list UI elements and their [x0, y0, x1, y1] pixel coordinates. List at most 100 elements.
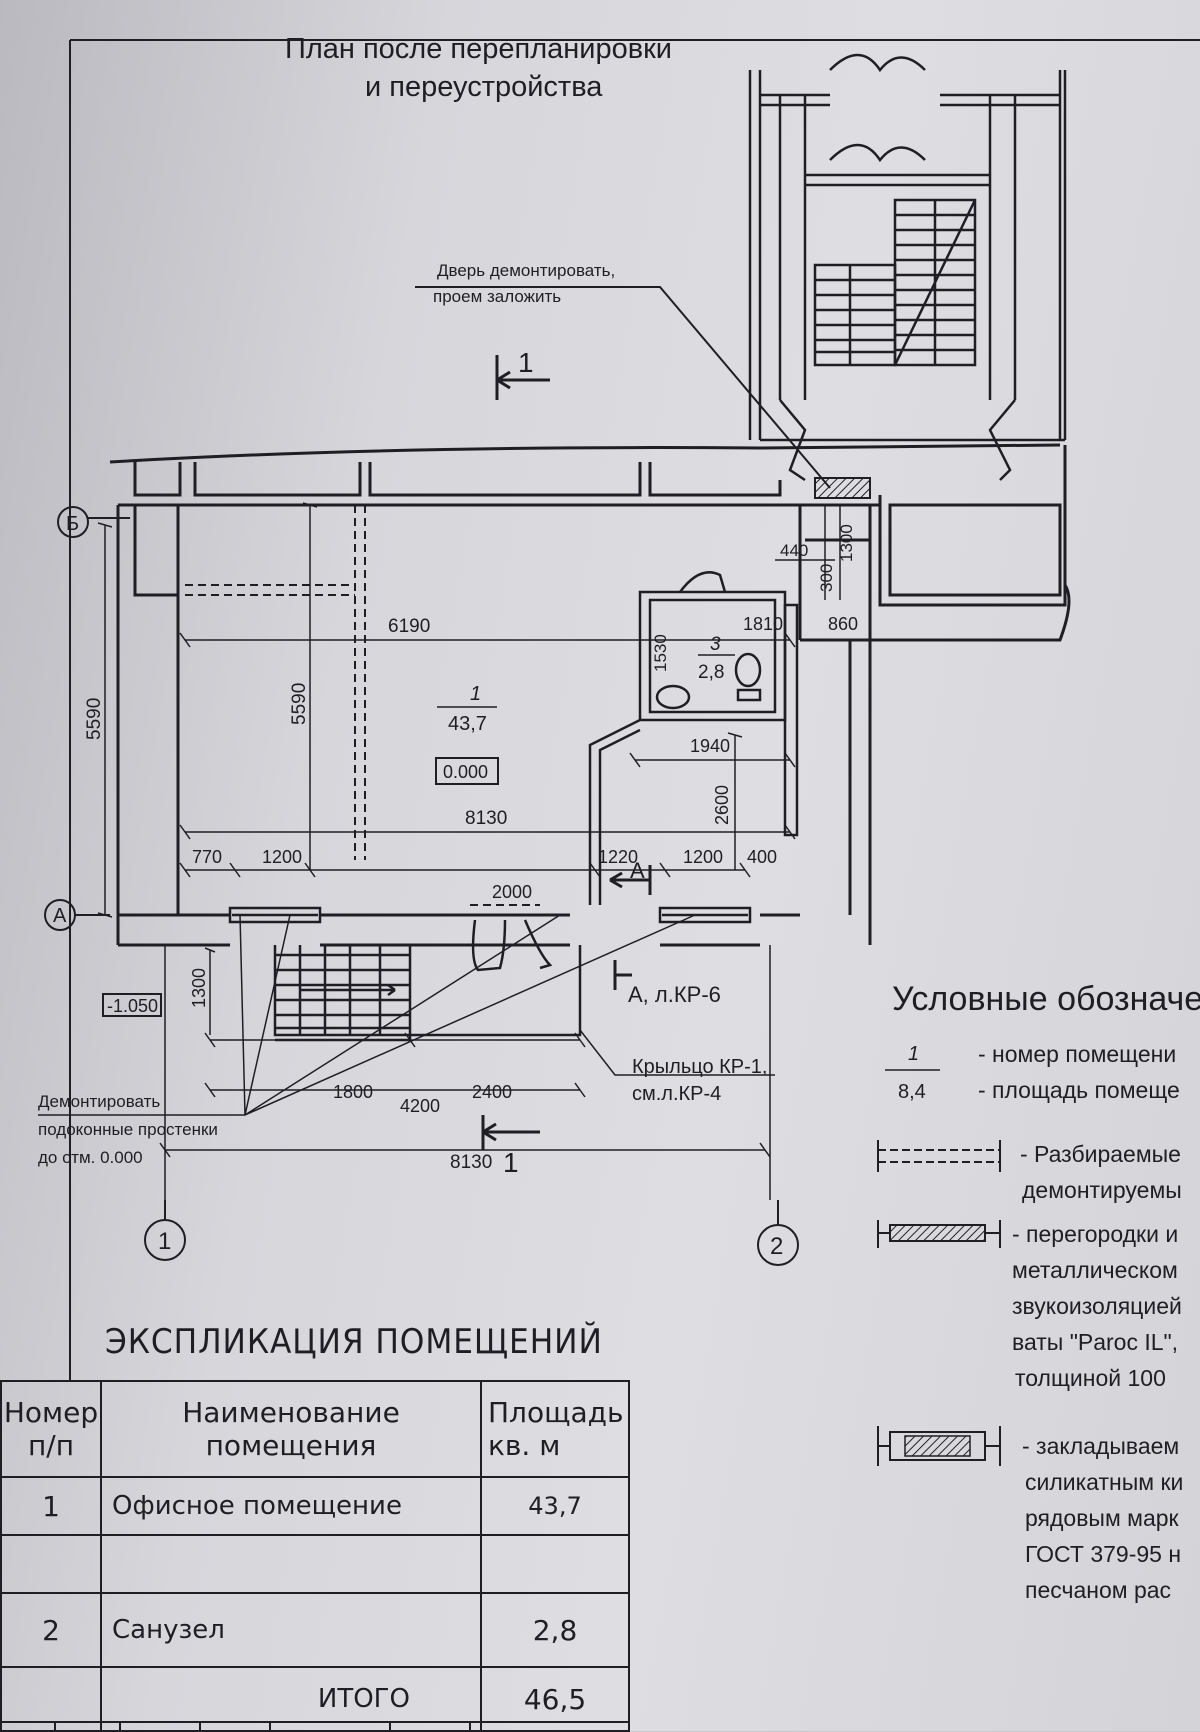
room3-area: 2,8 — [698, 662, 724, 683]
row-name: Санузел — [100, 1592, 482, 1668]
building-walls — [109, 443, 1071, 947]
dim-1800: 1800 — [333, 1082, 373, 1102]
row-area — [480, 1534, 630, 1594]
explication-table: Номер п/п Наименование помещения Площадь… — [0, 1380, 630, 1732]
total-empty-cell — [0, 1666, 102, 1732]
legend-sample-number: 1 — [908, 1043, 919, 1065]
outside-level-box — [102, 993, 162, 1017]
legend-row4-line3: рядовым марк — [1025, 1505, 1179, 1531]
windows — [228, 906, 752, 924]
row-number: 2 — [0, 1592, 102, 1668]
legend-row3-line2: металлическом — [1012, 1257, 1178, 1283]
room3-number: 3 — [710, 634, 721, 655]
section-a-label: А — [630, 858, 645, 883]
section-1-top-label: 1 — [518, 347, 534, 378]
note-door-leader — [415, 286, 831, 489]
total-label: ИТОГО — [100, 1666, 482, 1732]
bricked-door-hatch — [814, 477, 871, 499]
header-number-line1: Номер — [3, 1396, 99, 1429]
legend-row4-line4: ГОСТ 379-95 н — [1025, 1541, 1182, 1567]
porch-leader — [579, 1029, 775, 1076]
section-1-bottom-marker — [481, 1115, 540, 1150]
dim-5590-left: 5590 — [84, 698, 105, 740]
legend-row2-line1: - Разбираемые — [1020, 1141, 1181, 1167]
row-number — [0, 1534, 102, 1594]
legend-row3-line1: - перегородки и — [1012, 1221, 1179, 1247]
row-area: 43,7 — [480, 1476, 630, 1536]
axis-a-label: А — [53, 905, 67, 927]
header-area-line1: Площадь — [488, 1396, 624, 1429]
dim-1200a: 1200 — [262, 847, 302, 867]
plan-title-line1: План после перепланировки — [285, 33, 672, 65]
note-door-line2: проем заложить — [433, 287, 561, 306]
axis-1-label: 1 — [158, 1228, 171, 1255]
legend-title: Условные обозначе — [892, 980, 1200, 1018]
section-1-top-marker — [495, 355, 550, 400]
header-number: Номер п/п — [0, 1380, 102, 1478]
legend-demolished-symbol — [877, 1140, 1001, 1172]
dim-5590-inner: 5590 — [289, 683, 310, 725]
header-name-line1: Наименование — [182, 1396, 400, 1429]
header-area-line2: кв. м — [488, 1429, 561, 1462]
section-a-marker — [609, 865, 652, 990]
sills-note-line2: подоконные простенки — [38, 1120, 218, 1139]
axis-markers — [44, 506, 799, 1266]
dim-770: 770 — [192, 847, 222, 867]
dim-1940: 1940 — [690, 736, 730, 756]
dim-440: 440 — [780, 541, 808, 560]
dimension-lines — [97, 502, 870, 1200]
dim-8130-inner: 8130 — [465, 808, 507, 829]
dim-1300-porch: 1300 — [189, 968, 209, 1008]
legend-row3-line3: звукоизоляцией — [1012, 1293, 1182, 1319]
legend-row4-line1: - закладываем — [1022, 1433, 1180, 1459]
room1-area: 43,7 — [448, 713, 487, 735]
legend-sample-area: 8,4 — [898, 1081, 926, 1103]
row-name: Офисное помещение — [100, 1476, 482, 1536]
legend-row1-line2: - площадь помеще — [978, 1077, 1180, 1103]
row-number: 1 — [0, 1476, 102, 1536]
dim-1220: 1220 — [598, 847, 638, 867]
porch-note-line2: см.л.КР-4 — [632, 1083, 721, 1105]
outside-level-mark: -1.050 — [107, 996, 158, 1016]
legend-row4-line5: песчаном рас — [1025, 1577, 1172, 1603]
dim-4200: 4200 — [400, 1096, 440, 1116]
axis-2-label: 2 — [770, 1233, 783, 1260]
table-row: 2 Санузел 2,8 — [0, 1592, 630, 1668]
legend-row2-line2: демонтируемы — [1022, 1177, 1182, 1203]
dim-300: 300 — [817, 564, 836, 592]
table-total-row: ИТОГО 46,5 — [0, 1666, 630, 1732]
total-value: 46,5 — [480, 1666, 630, 1732]
floor-level-mark: 0.000 — [443, 762, 488, 782]
legend-brick-symbol — [877, 1426, 1001, 1466]
dim-6190: 6190 — [388, 616, 430, 637]
legend-row1-line1: - номер помещени — [978, 1041, 1177, 1067]
sheet-frame — [69, 39, 1200, 1380]
dim-1200b: 1200 — [683, 847, 723, 867]
dim-8130-bottom: 8130 — [450, 1152, 492, 1173]
note-door-line1: Дверь демонтировать, — [437, 261, 615, 280]
dim-1300-top: 1300 — [837, 524, 856, 562]
sills-leader — [38, 914, 696, 1116]
staircase — [748, 53, 1067, 482]
dim-1530: 1530 — [651, 634, 670, 672]
section-ref: А, л.КР-6 — [628, 982, 721, 1007]
row-area: 2,8 — [480, 1592, 630, 1668]
bathroom-room-3 — [588, 571, 799, 905]
room1-number: 1 — [470, 683, 481, 705]
entrance-and-porch — [273, 919, 582, 1042]
explication-title: ЭКСПЛИКАЦИЯ ПОМЕЩЕНИЙ — [105, 1322, 603, 1362]
dim-400: 400 — [747, 847, 777, 867]
table-row: 1 Офисное помещение 43,7 — [0, 1476, 630, 1536]
header-name-line2: помещения — [205, 1429, 377, 1462]
sills-note-line1: Демонтировать — [38, 1092, 160, 1111]
row-name — [100, 1534, 482, 1594]
sills-note-line3: до отм. 0.000 — [38, 1148, 143, 1167]
porch-note-line1: Крыльцо КР-1, — [632, 1056, 767, 1078]
demolished-partitions — [185, 505, 540, 916]
legend-partition-symbol — [877, 1220, 1001, 1248]
dim-2400: 2400 — [472, 1082, 512, 1102]
plan-title-line2: и переустройства — [365, 71, 603, 103]
dim-2600: 2600 — [712, 785, 732, 825]
legend-row3-line5: толщиной 100 — [1015, 1365, 1166, 1391]
